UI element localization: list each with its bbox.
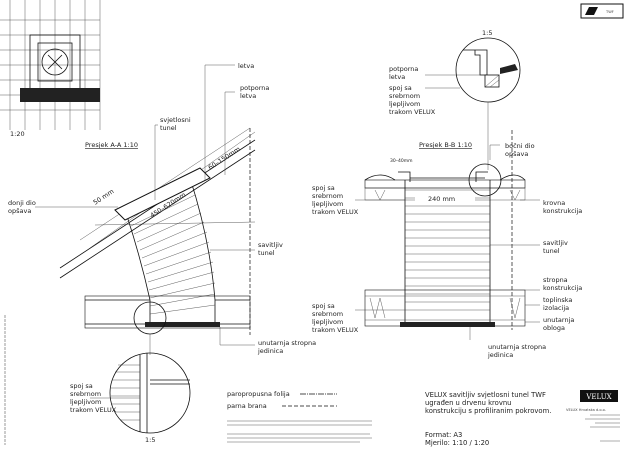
label-savitljiv-tunel: savitljiv [258, 241, 283, 249]
label-line: ljepljivom [312, 318, 343, 326]
label-unutarnja-obloga: unutarnja [543, 316, 574, 324]
dim-240: 240 mm [428, 195, 455, 203]
dim-50: 50 mm [92, 187, 116, 206]
label-line: letva [389, 73, 405, 81]
label-line: srebrnom [312, 192, 343, 200]
label-potporna-letva: potporna [240, 84, 269, 92]
label-letva: letva [238, 62, 254, 70]
title-block: VELUX savitljiv svjetlosni tunel TWF ugr… [425, 390, 620, 447]
velux-logo [580, 390, 618, 402]
dim-60-150: 60–150mm [207, 145, 242, 172]
label-line: tunel [543, 247, 560, 255]
label-spoj-low: spoj sa [312, 302, 335, 310]
label-potporna-letva-b: potporna [389, 65, 418, 73]
label-line: opšava [505, 150, 528, 158]
label-savitljiv-tunel-b: savitljiv [543, 239, 568, 247]
drawing-title-line: ugrađen u drvenu krovnu [425, 399, 511, 407]
label-line: tunel [258, 249, 275, 257]
legend-parna-brana: parna brana [227, 402, 267, 410]
drawing-title-line: konstrukciju s profiliranim pokrovom. [425, 407, 551, 415]
label-svjetlosni-tunel: svjetlosni [160, 116, 191, 124]
label-line: jedinica [487, 351, 513, 359]
label-line: ljepljivom [389, 100, 420, 108]
section-a-a-title: Presjek A-A 1:10 [85, 141, 138, 149]
label-spoj-a: spoj sa [70, 382, 93, 390]
section-b-b-title: Presjek B-B 1:10 [419, 141, 472, 149]
label-line: tunel [160, 124, 177, 132]
badge-label: TWF [605, 10, 614, 14]
label-unutarnja-stropna-jedinica-b: unutarnja stropna [488, 343, 546, 351]
label-line: trakom VELUX [70, 406, 117, 414]
label-donji-dio-opsava: donji dio [8, 199, 36, 207]
section-b-b: 1:5 potporna letva spoj sa srebrnom ljep… [312, 29, 582, 359]
label-spoj-mid: spoj sa [312, 184, 335, 192]
detail-scale-a: 1:5 [145, 436, 155, 444]
velux-logo-text: VELUX [585, 393, 611, 401]
label-line: srebrnom [70, 390, 101, 398]
label-line: opšava [8, 207, 31, 215]
label-line: srebrnom [389, 92, 420, 100]
label-line: konstrukcija [543, 207, 582, 215]
label-line: srebrnom [312, 310, 343, 318]
label-line: izolacija [543, 304, 569, 312]
format-label: Format: A3 [425, 431, 462, 439]
section-a-a: 60–150mm 50 mm 450–620mm Presjek A-A 1:1… [8, 62, 316, 444]
label-line: ljepljivom [312, 200, 343, 208]
label-line: ljepljivom [70, 398, 101, 406]
window-icon [585, 7, 598, 15]
scale-label: Mjerilo: 1:10 / 1:20 [425, 439, 489, 447]
label-stropna-konstrukcija: stropna [543, 276, 568, 284]
label-line: konstrukcija [543, 284, 582, 292]
label-bocni-dio-opsava: bočni dio [505, 142, 535, 150]
detail-circle-a [109, 352, 191, 434]
dim-30-40: 30–40mm [390, 158, 412, 164]
legend-paropropusna-folija: paropropusna folija [227, 390, 290, 398]
overview-scale: 1:20 [10, 130, 25, 138]
detail-scale-b: 1:5 [482, 29, 492, 37]
label-line: obloga [543, 324, 565, 332]
label-spoj-top: spoj sa [389, 84, 412, 92]
label-line: letva [240, 92, 256, 100]
twf-badge: TWF [580, 3, 624, 19]
label-line: trakom VELUX [312, 208, 359, 216]
label-line: trakom VELUX [389, 108, 436, 116]
label-toplinska-izolacija: toplinska [543, 296, 572, 304]
company-name: VELUX Hrvatska d.o.o. [566, 408, 606, 412]
label-krovna-konstrukcija: krovna [543, 199, 565, 207]
overview-view: 1:20 [0, 0, 101, 138]
drawing-title: VELUX savitljiv svjetlosni tunel TWF [425, 391, 546, 399]
legend: paropropusna folija parna brana [227, 390, 372, 443]
label-line: trakom VELUX [312, 326, 359, 334]
label-line: jedinica [257, 347, 283, 355]
label-unutarnja-stropna-jedinica: unutarnja stropna [258, 339, 316, 347]
